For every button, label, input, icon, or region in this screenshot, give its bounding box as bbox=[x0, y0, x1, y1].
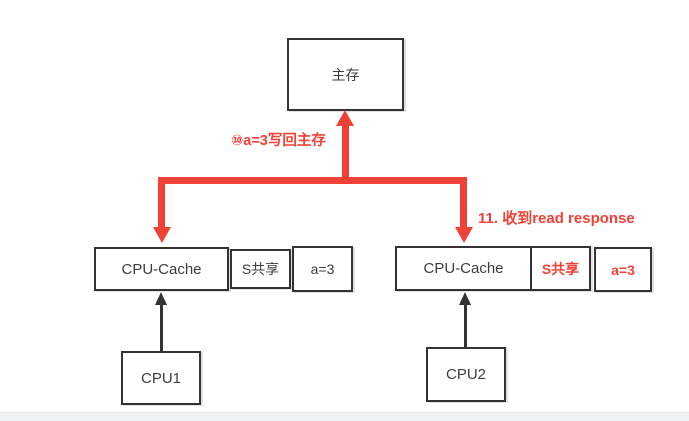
arrow-down-icon bbox=[153, 227, 171, 243]
cache-state-box-right: S共享 bbox=[530, 246, 591, 291]
cache-value-box-left: a=3 bbox=[292, 246, 353, 292]
read-response-annotation: 11. 收到read response bbox=[478, 210, 635, 227]
cache-value-box-right: a=3 bbox=[594, 247, 652, 292]
black-arrow-shaft-right bbox=[464, 303, 467, 347]
arrow-down-icon bbox=[455, 227, 473, 243]
main-memory-label: 主存 bbox=[331, 66, 360, 83]
cache-value-label-right: a=3 bbox=[611, 261, 635, 278]
cache-state-label-left: S共享 bbox=[241, 261, 280, 277]
bottom-scroll-strip bbox=[0, 412, 689, 421]
black-arrow-shaft-left bbox=[160, 303, 163, 351]
cache-state-box-left: S共享 bbox=[230, 249, 291, 289]
write-back-annotation: ⑩a=3写回主存 bbox=[231, 133, 326, 149]
cpu2-box: CPU2 bbox=[426, 347, 506, 402]
red-arrow-shaft-center bbox=[342, 123, 349, 180]
main-memory-box: 主存 bbox=[287, 38, 404, 111]
cpu-cache-label-right: CPU-Cache bbox=[423, 260, 504, 277]
cpu1-box: CPU1 bbox=[121, 351, 201, 405]
cpu-cache-box-right: CPU-Cache bbox=[395, 246, 532, 291]
cache-state-label-right: S共享 bbox=[541, 260, 580, 277]
red-bus-horizontal-line bbox=[158, 177, 467, 184]
red-arrow-shaft-right bbox=[460, 177, 467, 228]
cache-value-label-left: a=3 bbox=[310, 261, 335, 277]
arrow-up-icon bbox=[459, 292, 471, 305]
cpu-cache-label-left: CPU-Cache bbox=[121, 260, 202, 278]
arrow-up-icon bbox=[155, 292, 167, 305]
cpu1-label: CPU1 bbox=[140, 369, 181, 387]
cpu-cache-box-left: CPU-Cache bbox=[94, 247, 229, 291]
red-arrow-shaft-left bbox=[158, 177, 165, 228]
arrow-up-icon bbox=[336, 110, 354, 126]
cpu2-label: CPU2 bbox=[445, 366, 486, 383]
